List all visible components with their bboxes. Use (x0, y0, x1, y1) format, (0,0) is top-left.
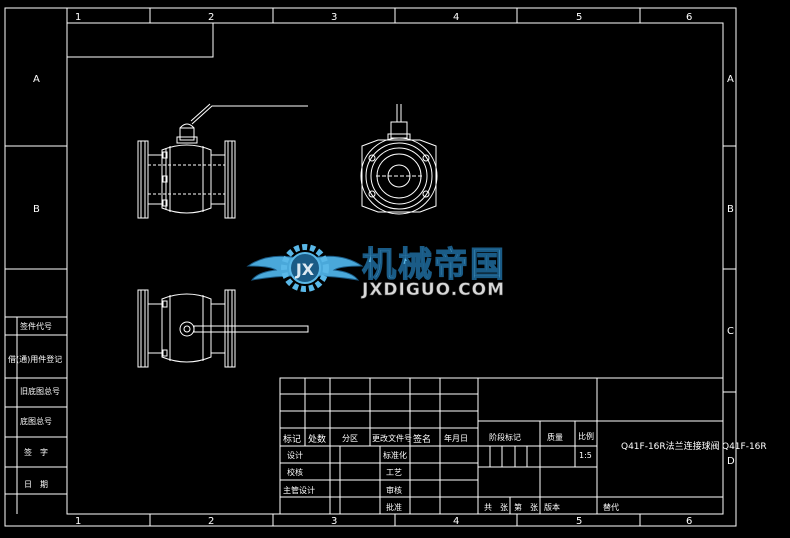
strip-label-part-code: 签件代号 (20, 321, 52, 331)
tb-role-chief-design: 主管设计 (283, 485, 315, 495)
zone-row-c-right: C (727, 326, 734, 337)
strip-label-signature: 签 字 (24, 447, 48, 457)
valve-front-view (137, 103, 308, 219)
zone-col-1-bottom: 1 (75, 516, 81, 527)
tb-header-date: 年月日 (444, 433, 468, 443)
tb-replace-label: 替代 (603, 502, 619, 512)
watermark-cn: 机械帝国 (362, 245, 506, 285)
tb-weight-label: 质量 (547, 432, 563, 442)
logo-letters: JX (295, 260, 315, 279)
top-left-box (67, 23, 214, 58)
left-strip (5, 316, 67, 514)
zone-col-6-top: 6 (686, 12, 692, 23)
outer-border (4, 7, 737, 527)
tb-role-design: 设计 (287, 450, 303, 460)
tb-role-check: 校核 (287, 467, 303, 477)
zone-row-b-left: B (33, 204, 40, 215)
tb-scale-value: 1:5 (579, 451, 592, 460)
zone-col-5-bottom: 5 (576, 516, 582, 527)
zone-col-4-bottom: 4 (453, 516, 459, 527)
zone-ticks (5, 8, 736, 526)
tb-std-review: 审核 (386, 485, 402, 495)
tb-version-label: 版本 (544, 502, 560, 512)
tb-std-process: 工艺 (386, 468, 402, 477)
valve-side-view (360, 104, 438, 215)
tb-stage-label: 阶段标记 (489, 432, 521, 442)
watermark-logo: JX 机械帝国 JXDIGUO.COM (246, 244, 506, 300)
tb-header-sign: 签名 (413, 433, 431, 445)
zone-row-b-right: B (727, 204, 734, 215)
zone-col-3-bottom: 3 (331, 516, 337, 527)
watermark-en: JXDIGUO.COM (361, 280, 505, 300)
title-block-grid (279, 377, 724, 515)
zone-col-1-top: 1 (75, 12, 81, 23)
zone-col-2-bottom: 2 (208, 516, 214, 527)
tb-header-count: 处数 (308, 433, 326, 445)
zone-row-d-right: D (727, 456, 735, 467)
strip-label-borrow-register: 借(通)用件登记 (8, 354, 62, 364)
zone-col-6-bottom: 6 (686, 516, 692, 527)
tb-sheet-total: 共 张 (484, 503, 508, 512)
zone-col-2-top: 2 (208, 12, 214, 23)
strip-label-date: 日 期 (24, 480, 48, 489)
tb-header-mark: 标记 (283, 433, 301, 445)
zone-row-a-right: A (727, 74, 734, 85)
tb-header-zone: 分区 (342, 434, 358, 443)
zone-row-a-left: A (33, 74, 40, 85)
tb-header-change-doc: 更改文件号 (372, 433, 412, 443)
strip-label-base-no: 底图总号 (20, 416, 52, 426)
tb-scale-label: 比例 (578, 431, 594, 441)
gear-icon (281, 244, 329, 292)
zone-col-4-top: 4 (453, 12, 459, 23)
tb-drawing-code: Q41F-16R (722, 442, 767, 452)
tb-std-standardization: 标准化 (383, 450, 407, 460)
tb-std-approve: 批准 (386, 502, 402, 512)
tb-drawing-title: Q41F-16R法兰连接球阀 (621, 440, 720, 452)
valve-top-view (137, 289, 309, 368)
zone-col-5-top: 5 (576, 12, 582, 23)
zone-col-3-top: 3 (331, 12, 337, 23)
strip-label-old-base-no: 旧底图总号 (20, 386, 60, 396)
tb-sheet-no: 第 张 (514, 502, 538, 512)
